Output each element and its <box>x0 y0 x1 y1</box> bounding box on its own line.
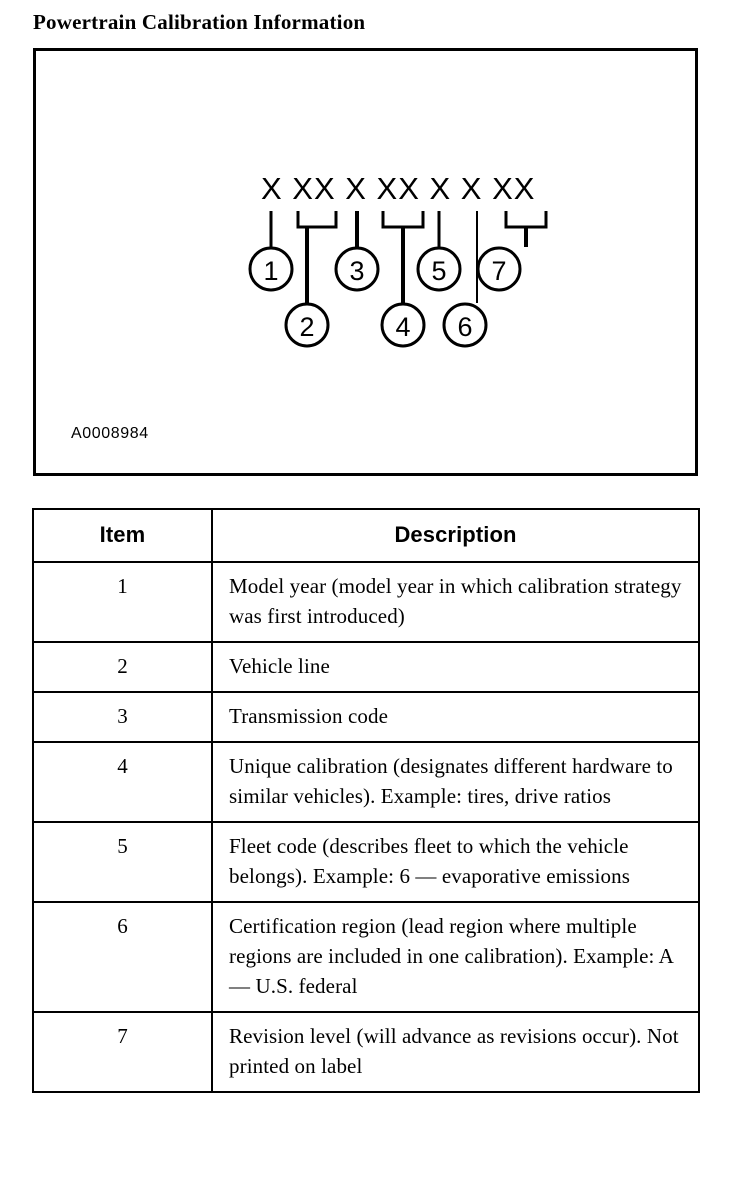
callout-label-4: 4 <box>395 312 410 342</box>
callout-label-7: 7 <box>491 256 506 286</box>
cell-item: 6 <box>32 901 213 1013</box>
callout-circle-4: 4 <box>380 302 426 348</box>
table-header-row: Item Description <box>32 508 700 563</box>
code-string: X XX X XX X X XX <box>261 171 535 206</box>
figure-panel: X XX X XX X X XX 1 <box>33 48 698 476</box>
table-row: 1 Model year (model year in which calibr… <box>32 561 700 643</box>
leader-bracket-7 <box>504 211 548 229</box>
table-row: 3 Transmission code <box>32 691 700 743</box>
table-row: 5 Fleet code (describes fleet to which t… <box>32 821 700 903</box>
column-header-item: Item <box>32 508 213 563</box>
page-title: Powertrain Calibration Information <box>33 10 366 34</box>
callout-label-5: 5 <box>431 256 446 286</box>
cell-item: 7 <box>32 1011 213 1093</box>
callout-label-3: 3 <box>349 256 364 286</box>
callout-label-6: 6 <box>457 312 472 342</box>
leader-bracket-2 <box>296 211 338 229</box>
cell-description: Revision level (will advance as revision… <box>211 1011 700 1093</box>
cell-description: Model year (model year in which calibrat… <box>211 561 700 643</box>
cell-description: Vehicle line <box>211 641 700 693</box>
callout-circle-1: 1 <box>248 246 294 292</box>
callout-circle-2: 2 <box>284 302 330 348</box>
cell-description: Certification region (lead region where … <box>211 901 700 1013</box>
table-row: 6 Certification region (lead region wher… <box>32 901 700 1013</box>
callout-circle-5: 5 <box>416 246 462 292</box>
column-header-description: Description <box>211 508 700 563</box>
calibration-item-table: Item Description 1 Model year (model yea… <box>32 508 700 1093</box>
table-row: 2 Vehicle line <box>32 641 700 693</box>
table-row: 7 Revision level (will advance as revisi… <box>32 1011 700 1093</box>
cell-item: 2 <box>32 641 213 693</box>
cell-item: 3 <box>32 691 213 743</box>
callout-circle-6: 6 <box>442 302 488 348</box>
cell-description: Unique calibration (designates different… <box>211 741 700 823</box>
cell-item: 4 <box>32 741 213 823</box>
callout-circle-3: 3 <box>334 246 380 292</box>
callout-label-2: 2 <box>299 312 314 342</box>
cell-description: Transmission code <box>211 691 700 743</box>
table-row: 4 Unique calibration (designates differe… <box>32 741 700 823</box>
table-body: 1 Model year (model year in which calibr… <box>32 561 700 1093</box>
cell-item: 1 <box>32 561 213 643</box>
figure-id-label: A0008984 <box>71 425 149 442</box>
callout-circle-7: 7 <box>476 246 522 292</box>
calibration-code-diagram: X XX X XX X X XX 1 <box>248 171 548 348</box>
cell-description: Fleet code (describes fleet to which the… <box>211 821 700 903</box>
cell-item: 5 <box>32 821 213 903</box>
leader-bracket-4 <box>381 211 425 229</box>
callout-label-1: 1 <box>263 256 278 286</box>
